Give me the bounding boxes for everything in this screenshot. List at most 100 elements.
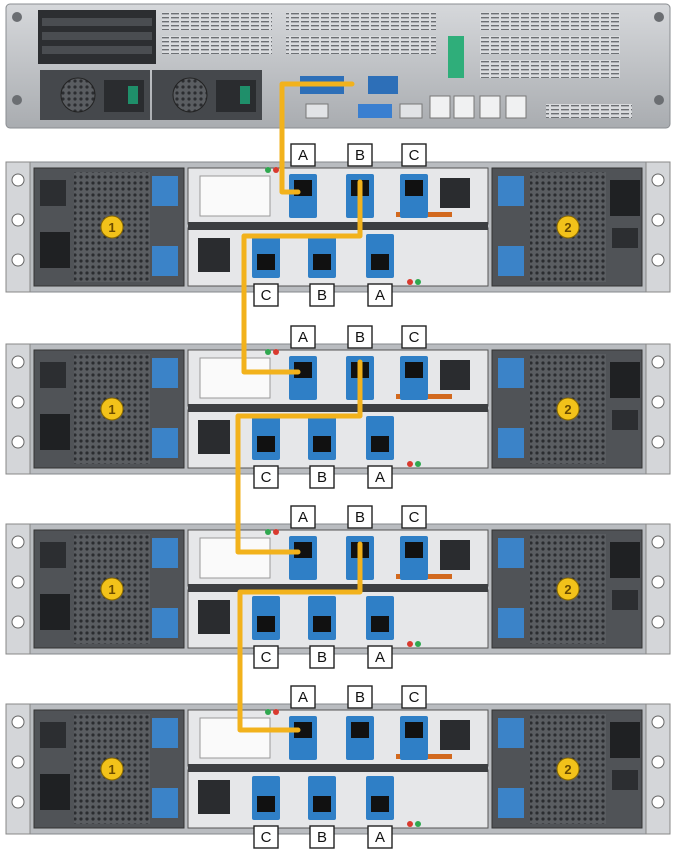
led-icon	[273, 529, 279, 535]
vga-port	[358, 104, 392, 118]
fan-number: 2	[564, 582, 571, 597]
pcie-slot	[480, 12, 620, 30]
server-psu-2	[152, 70, 262, 120]
rack-hole-icon	[12, 396, 24, 408]
port-socket	[313, 616, 331, 632]
rack-hole-icon	[12, 576, 24, 588]
led-icon	[273, 349, 279, 355]
power-switch	[612, 410, 638, 430]
management-port	[440, 720, 470, 750]
psu-label	[152, 358, 178, 388]
module-panel	[200, 538, 270, 578]
module-divider	[188, 404, 488, 412]
port-label: C	[409, 509, 420, 526]
power-switch	[612, 590, 638, 610]
server-green-latch	[448, 36, 464, 78]
module-panel	[200, 358, 270, 398]
rack-hole-icon	[12, 716, 24, 728]
pcie-slot	[162, 36, 272, 54]
rack-hole-icon	[12, 254, 24, 266]
rack-hole-icon	[652, 396, 664, 408]
rack-hole-icon	[12, 536, 24, 548]
psu-label	[498, 246, 524, 276]
port-socket	[313, 436, 331, 452]
rack-hole-icon	[12, 356, 24, 368]
power-inlet	[40, 594, 70, 630]
usb-port	[400, 104, 422, 118]
io-module-lower[interactable]	[188, 770, 488, 828]
led-icon	[407, 641, 413, 647]
port-label: C	[261, 649, 272, 666]
led-icon	[407, 821, 413, 827]
fan-number: 2	[564, 762, 571, 777]
psu-label	[152, 428, 178, 458]
led-icon	[407, 279, 413, 285]
port-label: C	[261, 469, 272, 486]
port-label: A	[375, 829, 385, 846]
port-label: A	[298, 689, 308, 706]
psu-label	[152, 788, 178, 818]
fan-number: 1	[108, 582, 115, 597]
io-module-lower[interactable]	[188, 590, 488, 648]
port-socket	[371, 436, 389, 452]
port-label: C	[261, 287, 272, 304]
port-socket	[405, 180, 423, 196]
rack-hole-icon	[12, 756, 24, 768]
rack-hole-icon	[12, 174, 24, 186]
led-icon	[415, 279, 421, 285]
psu-label	[152, 718, 178, 748]
led-icon	[265, 709, 271, 715]
storage-shelf: 12ABCCBA	[6, 144, 670, 306]
rack-hole-icon	[12, 616, 24, 628]
management-port	[198, 600, 230, 634]
pcie-slot	[480, 60, 620, 78]
port-label: A	[375, 649, 385, 666]
pcie-slot	[286, 36, 436, 54]
management-port	[198, 420, 230, 454]
management-port	[440, 178, 470, 208]
network-port	[430, 96, 450, 118]
port-socket	[313, 254, 331, 270]
port-socket	[371, 254, 389, 270]
power-switch	[40, 542, 66, 568]
io-module-lower[interactable]	[188, 410, 488, 468]
power-inlet	[610, 542, 640, 578]
psu-label	[152, 176, 178, 206]
module-divider	[188, 764, 488, 772]
port-socket	[313, 796, 331, 812]
pcie-slot	[480, 36, 620, 54]
port-label: A	[375, 287, 385, 304]
network-port	[454, 96, 474, 118]
port-label: B	[355, 147, 365, 164]
rack-screw-icon	[12, 12, 22, 22]
power-inlet	[40, 414, 70, 450]
port-socket	[405, 722, 423, 738]
port-socket	[257, 436, 275, 452]
rack-hole-icon	[652, 174, 664, 186]
led-icon	[265, 529, 271, 535]
module-panel	[200, 176, 270, 216]
power-switch	[40, 362, 66, 388]
led-icon	[415, 461, 421, 467]
port-socket	[257, 254, 275, 270]
port-label: A	[375, 469, 385, 486]
psu-label	[498, 608, 524, 638]
rack-hole-icon	[652, 254, 664, 266]
pcie-slot	[286, 12, 436, 30]
fan-number: 1	[108, 762, 115, 777]
fan-number: 2	[564, 220, 571, 235]
port-socket	[257, 796, 275, 812]
fan-number: 1	[108, 402, 115, 417]
rack-hole-icon	[12, 214, 24, 226]
fan-number: 2	[564, 402, 571, 417]
pcie-slot	[162, 12, 272, 30]
port-label: C	[409, 147, 420, 164]
rack-hole-icon	[652, 716, 664, 728]
port-label: B	[317, 649, 327, 666]
rack-hole-icon	[652, 436, 664, 448]
port-label: B	[317, 469, 327, 486]
psu-label	[498, 176, 524, 206]
